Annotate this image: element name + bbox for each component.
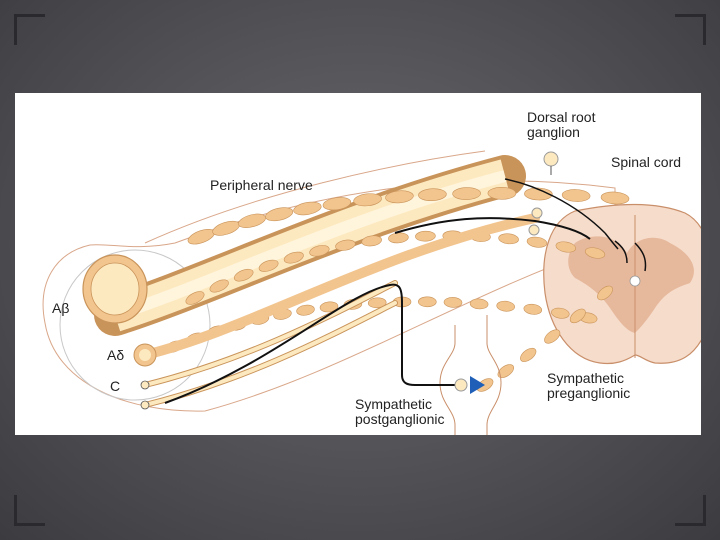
effector-triangle [470, 376, 485, 394]
myelin-segment [388, 232, 409, 244]
myelin-segment [524, 187, 553, 201]
myelin-segment [523, 303, 543, 315]
central-canal [629, 275, 641, 287]
myelin-segment [597, 285, 613, 301]
myelin-segment [551, 307, 570, 319]
myelin-segment [185, 291, 205, 305]
sensory-axon-path [394, 217, 591, 240]
dorsal-root-ganglion-cell [543, 151, 559, 167]
sympathetic-preganglionic-label: Sympathetic preganglionic [547, 370, 631, 401]
nerve-diagram-svg [42, 150, 701, 435]
dorsal-root-ganglion-label: Dorsal root ganglion [527, 109, 596, 140]
myelin-segment [296, 304, 315, 316]
myelin-segment [443, 297, 463, 308]
postganglionic-cell [454, 378, 468, 392]
frame-corner-bottom-right [675, 495, 706, 526]
myelin-segment [233, 268, 254, 282]
myelin-segments-top [187, 186, 630, 245]
myelin-segment [335, 239, 356, 251]
c-fibers [140, 280, 398, 410]
preganglionic-axon [164, 283, 457, 404]
nerve-sheath-outline-inner [144, 150, 486, 244]
myelin-segment [309, 245, 330, 257]
myelin-segment [526, 236, 548, 248]
myelin-segment [498, 233, 519, 245]
sympathetic-postganglionic-label: Sympathetic postganglionic [355, 396, 445, 427]
frame-corner-bottom-left [14, 495, 45, 526]
myelin-segment [385, 190, 414, 204]
myelin-segment [415, 230, 436, 242]
myelin-segment [544, 329, 561, 344]
myelin-segment [367, 297, 387, 309]
myelin-segment [418, 296, 437, 308]
spinal-cord-gray-matter [568, 236, 694, 333]
myelin-segment [496, 300, 515, 312]
myelin-segment [322, 197, 352, 211]
myelin-segment [569, 308, 586, 324]
frame-corner-top-left [14, 14, 45, 45]
myelin-segments-preganglionic [476, 285, 613, 392]
myelin-segment [319, 301, 339, 313]
myelin-segment [555, 241, 576, 253]
spinal-cord-label: Spinal cord [611, 154, 682, 170]
myelin-segment [283, 251, 304, 264]
myelin-segment [469, 298, 489, 310]
peripheral-nerve-label: Peripheral nerve [210, 177, 313, 193]
myelin-segment [361, 235, 382, 247]
myelin-segment [209, 279, 229, 293]
myelin-segment [561, 189, 591, 202]
c-fiber-label: C [110, 378, 121, 394]
myelin-segment [187, 228, 215, 245]
diagram-panel: Dorsal root ganglion Spinal cord Periphe… [15, 93, 701, 435]
myelin-segment [418, 188, 447, 202]
myelin-segment [452, 187, 481, 200]
myelin-segment [212, 220, 240, 236]
a-beta-label: Aβ [52, 300, 70, 316]
nerve-cross-section-outline [59, 249, 211, 401]
myelin-segment [497, 364, 515, 378]
myelin-segment [487, 186, 517, 200]
spinal-cord [543, 203, 701, 365]
myelin-segment [265, 207, 294, 222]
myelin-segment [520, 347, 537, 362]
sympathetic-ganglion [439, 315, 502, 435]
a-delta-label: Aδ [107, 347, 125, 363]
myelin-segment [293, 201, 322, 216]
myelin-segment [258, 259, 279, 272]
myelin-segment [584, 247, 606, 259]
myelin-segment [600, 191, 630, 205]
a-delta-fiber [133, 213, 540, 367]
frame-corner-top-right [675, 14, 706, 45]
myelin-segment [353, 193, 382, 207]
